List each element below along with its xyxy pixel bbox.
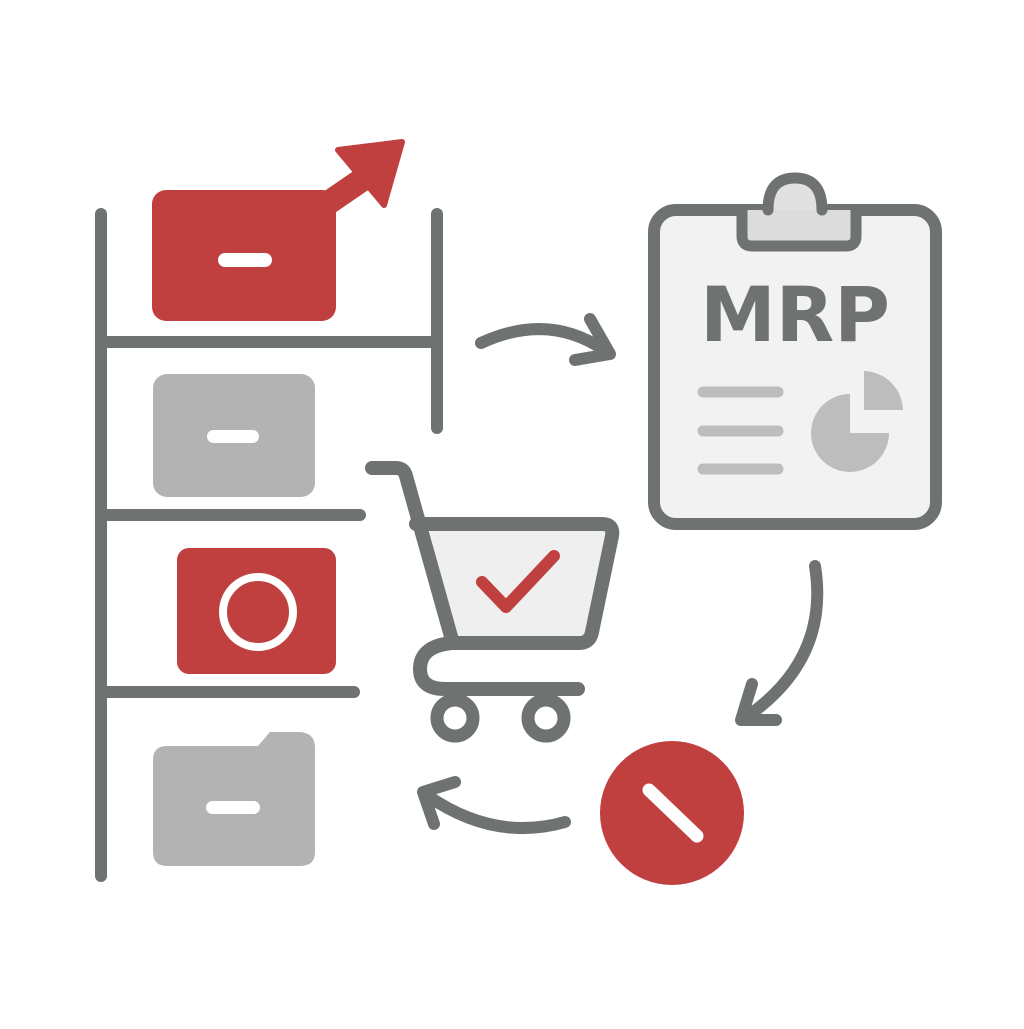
shopping-cart-check-icon (365, 461, 620, 743)
arrow-to-blocked-icon (735, 560, 824, 726)
stock-box-icon (153, 374, 315, 497)
outgoing-box-icon (152, 139, 405, 321)
mrp-clipboard-icon: MRP (648, 172, 942, 530)
folder-box-icon (153, 732, 315, 866)
arrow-to-mrp-icon (475, 313, 616, 366)
selected-box-icon (177, 548, 336, 674)
pie-chart-icon (811, 371, 903, 472)
report-lines-icon (697, 386, 784, 475)
arrow-to-cart-icon (417, 776, 571, 835)
blocked-icon (600, 741, 744, 885)
clipboard-title: MRP (700, 270, 890, 359)
shelving-rack-icon (95, 208, 443, 882)
